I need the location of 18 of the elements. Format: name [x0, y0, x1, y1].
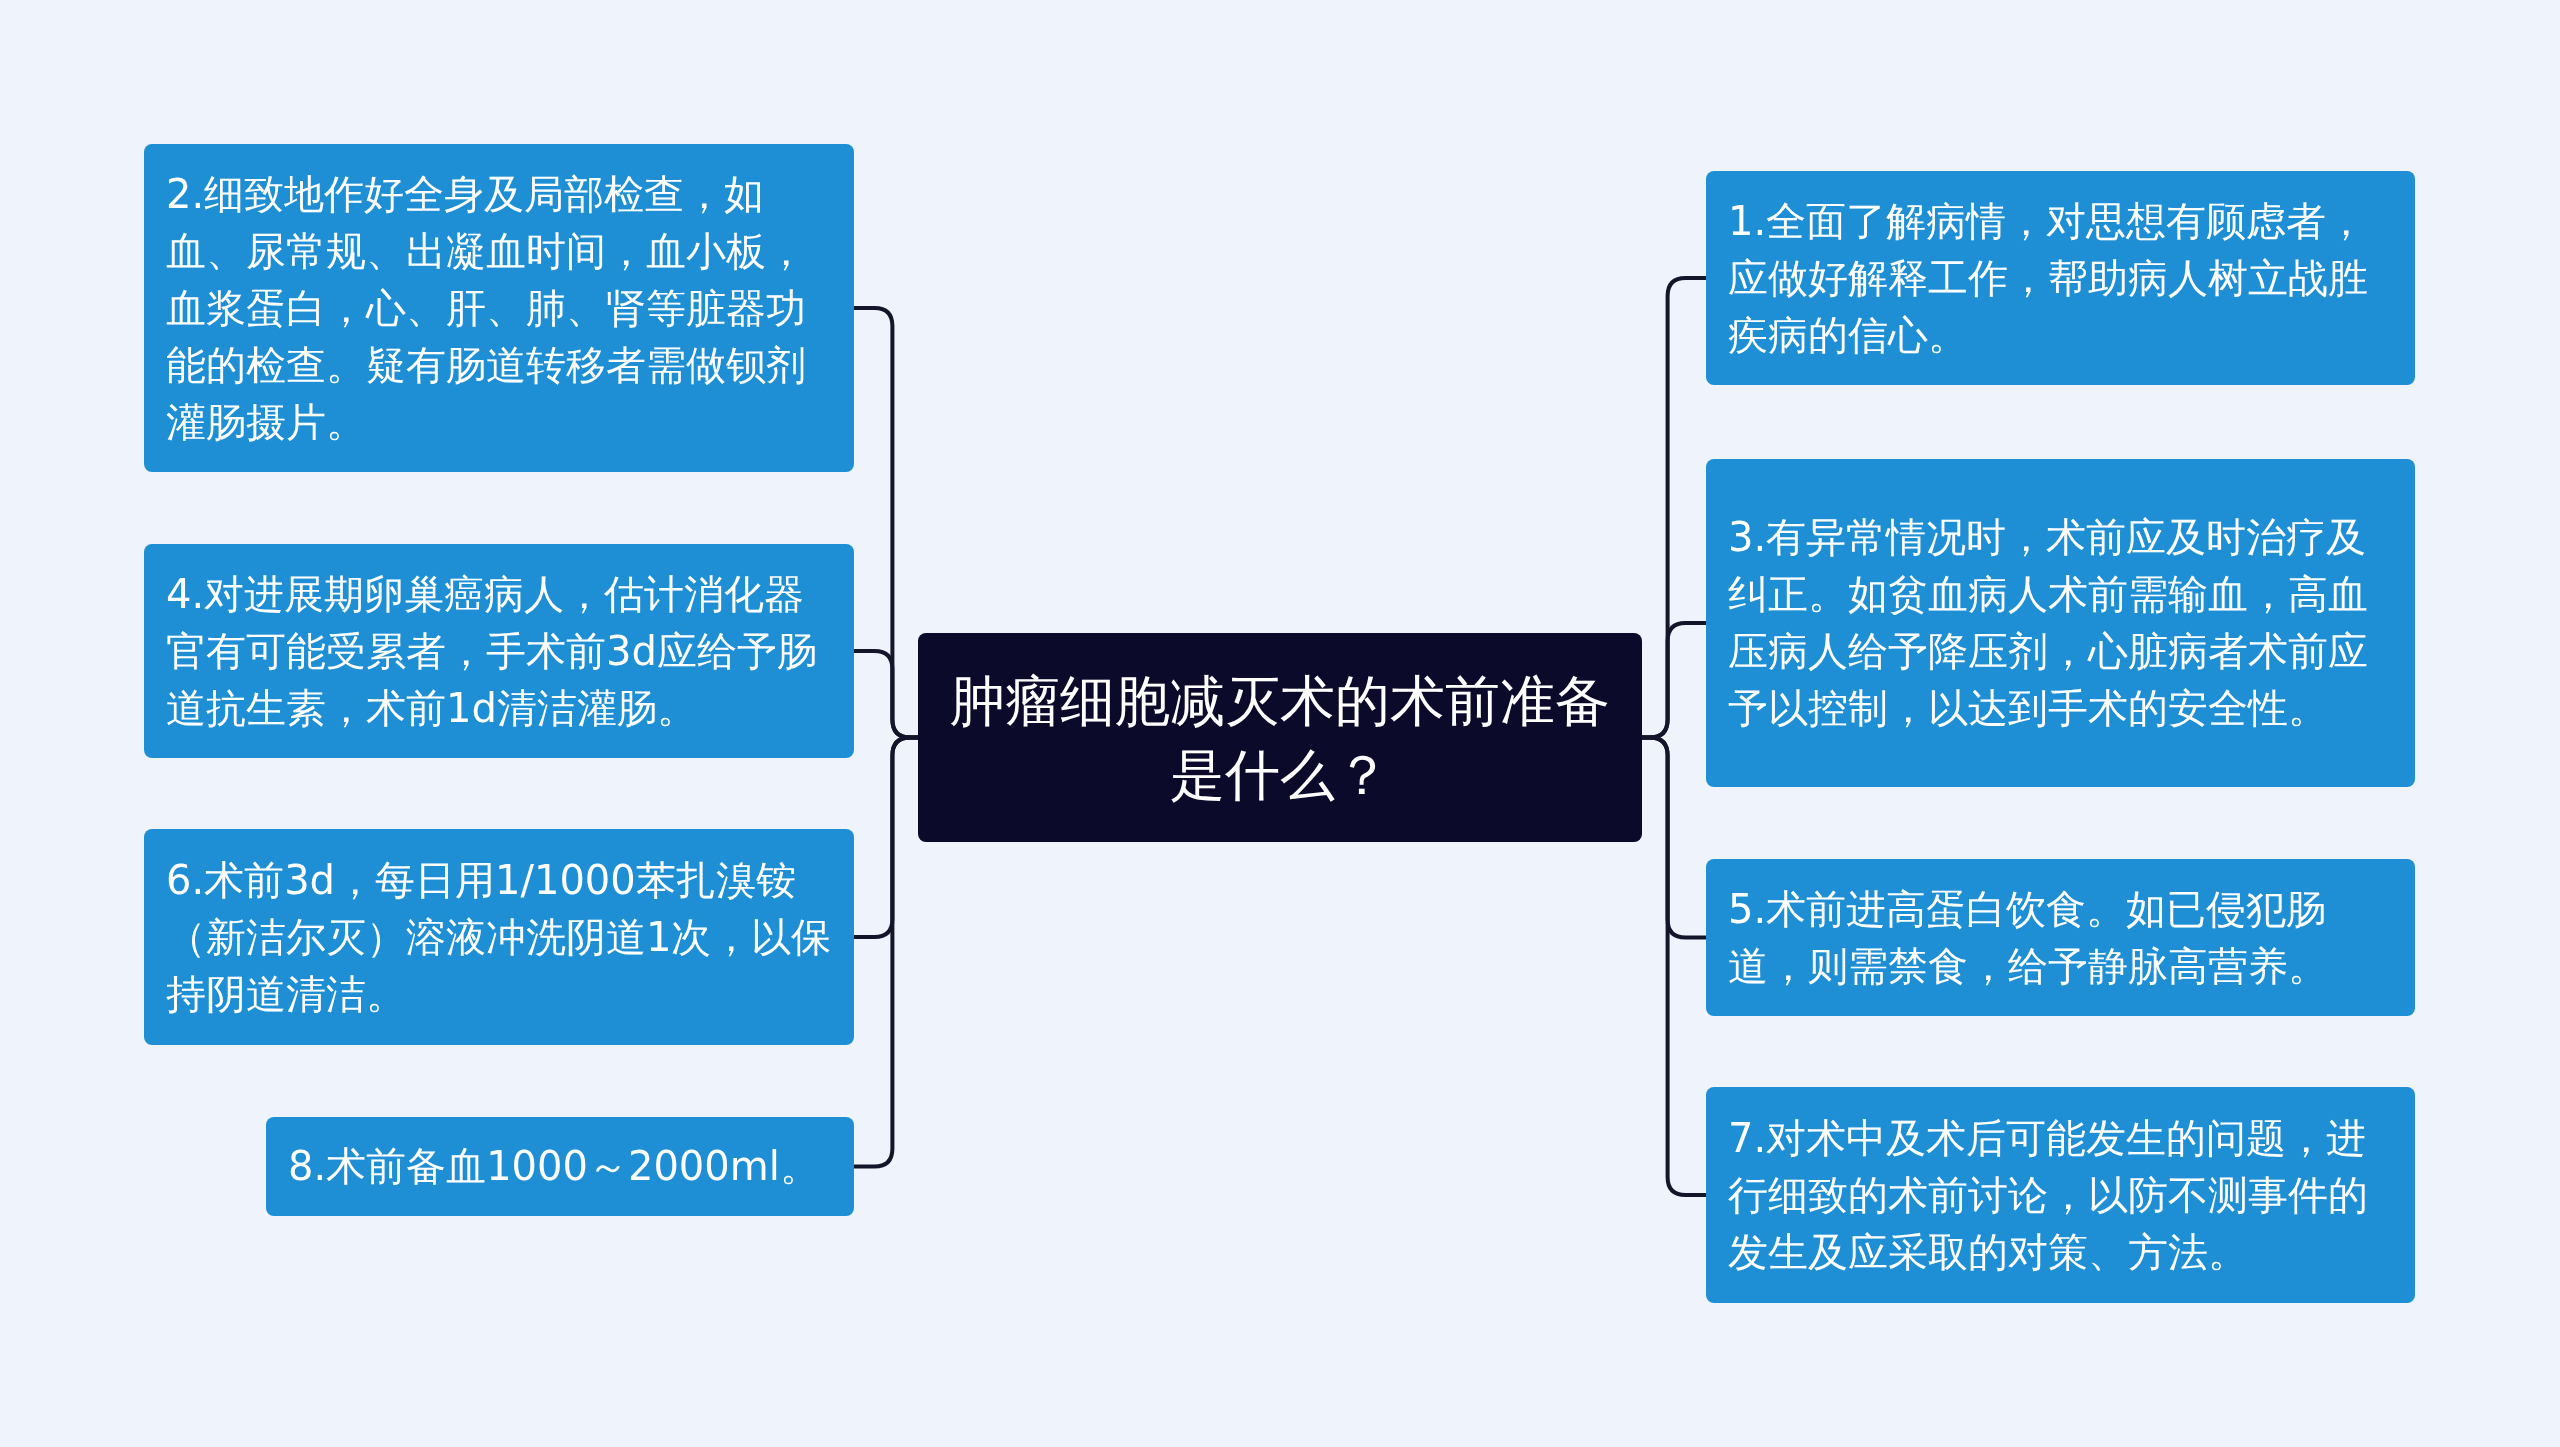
node-text: 6.术前3d，每日用1/1000苯扎溴铵（新洁尔灭）溶液冲洗阴道1次，以保持阴道清洁。 [165, 855, 833, 1019]
branch-box [1706, 459, 2415, 787]
branch-box [144, 144, 854, 472]
node-text: 8.术前备血1000～2000ml。 [287, 1142, 821, 1191]
branch-box [1706, 171, 2415, 385]
branch-box [144, 829, 854, 1045]
node-text: 4.对进展期卵巢癌病人，估计消化器官有可能受累者，手术前3d应给予肠道抗生素，术前1d清洁灌肠。 [165, 569, 818, 733]
node-text: 肿瘤细胞减灭术的术前准备是什么？ [949, 667, 1611, 809]
node-text: 3.有异常情况时，术前应及时治疗及纠正。如贫血病人术前需输血，高血压病人给予降压剂，心脏病者术前应予以控制，以达到手术的安全性。 [1727, 513, 2369, 733]
node-text: 2.细致地作好全身及局部检查，如血、尿常规、出凝血时间，血小板，血浆蛋白，心、肝、肺、肾等脏器功能的检查。疑有肠道转移者需做钡剂灌肠摄片。 [165, 169, 807, 447]
node-text: 5.术前进高蛋白饮食。如已侵犯肠道，则需禁食，给予静脉高营养。 [1727, 884, 2329, 991]
branch-box [266, 1117, 854, 1216]
node-text: 1.全面了解病情，对思想有顾虑者，应做好解释工作，帮助病人树立战胜疾病的信心。 [1727, 196, 2369, 360]
node-text: 7.对术中及术后可能发生的问题，进行细致的术前讨论，以防不测事件的发生及应采取的对策、方法。 [1727, 1113, 2369, 1277]
branch-box [1706, 1087, 2415, 1303]
branch-box [144, 544, 854, 758]
branch-box [1706, 859, 2415, 1016]
topic-box [918, 633, 1642, 842]
